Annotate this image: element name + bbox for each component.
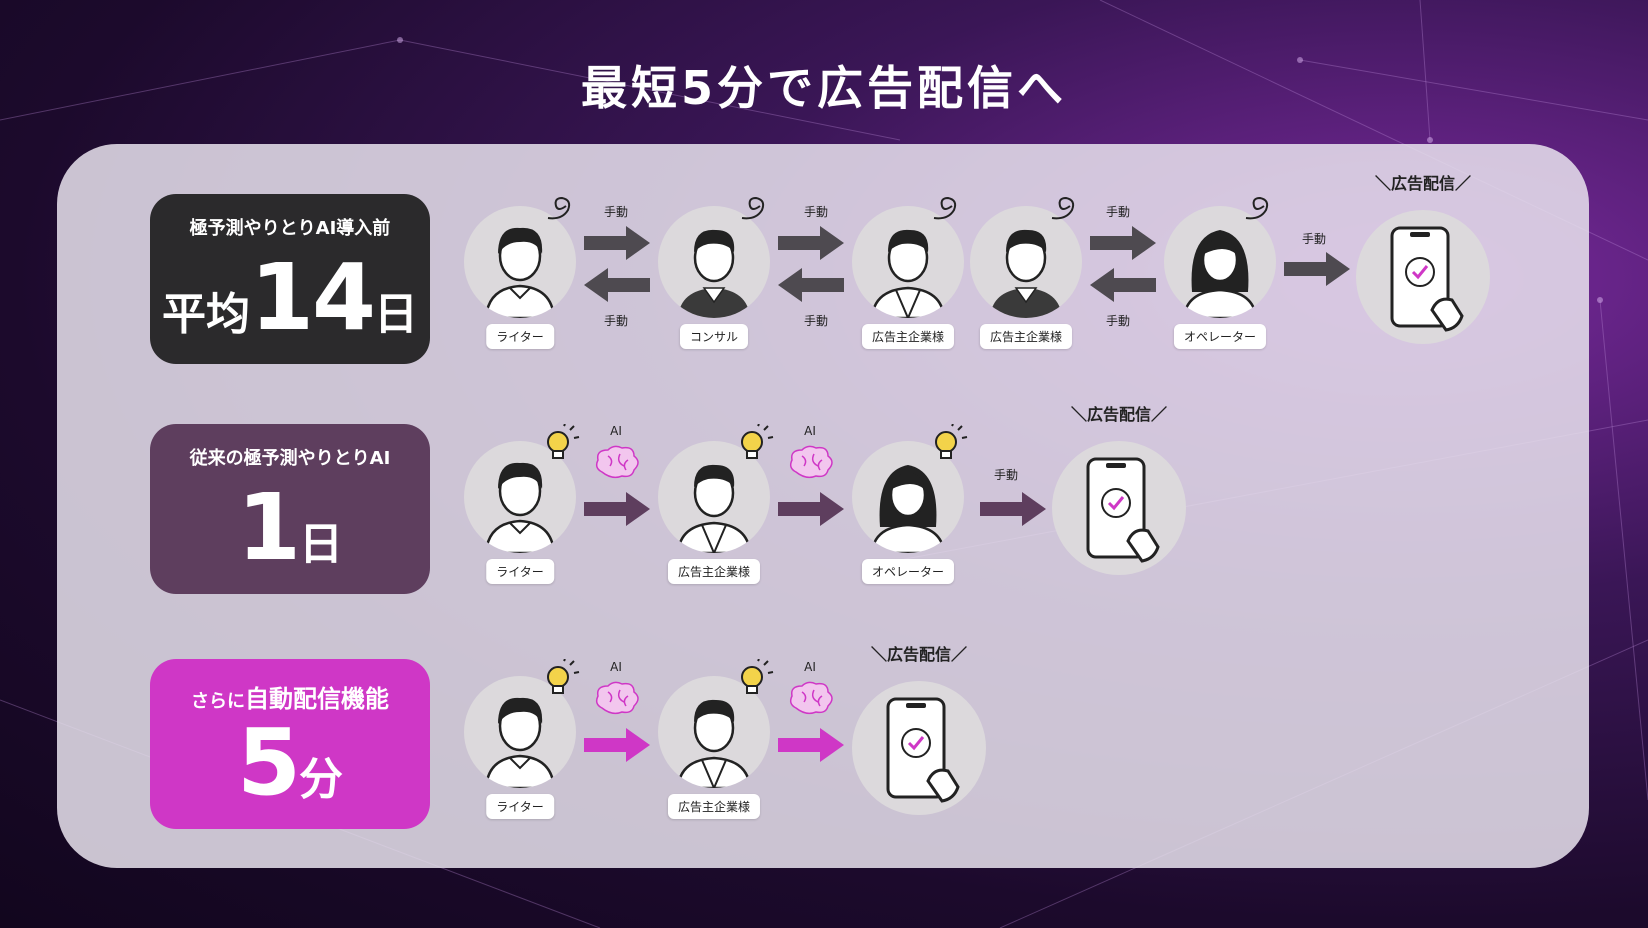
node-operator: オペレーター (1164, 206, 1276, 349)
person-female-icon (852, 441, 964, 553)
duration-unit: 日 (299, 519, 343, 570)
badge-auto-delivery: さらに自動配信機能 5分 (150, 659, 430, 829)
arrow-label-manual: 手動 (1105, 314, 1130, 328)
arrow-label-manual: 手動 (1105, 205, 1130, 219)
duration-number: 14 (249, 244, 376, 351)
arrow-label-manual: 手動 (993, 468, 1018, 482)
label-writer: ライター (486, 794, 554, 819)
arrow-label-ai: AI (804, 660, 816, 674)
arrow-right-icon (778, 492, 844, 526)
arrow-right-icon (1284, 252, 1350, 286)
node-advertiser: 広告主企業様 (852, 206, 964, 349)
arrow-right-icon (778, 728, 844, 762)
label-writer: ライター (486, 559, 554, 584)
person-male-suit-icon (658, 206, 770, 318)
arrow-right-icon (778, 226, 844, 260)
label-writer: ライター (486, 324, 554, 349)
person-male-icon (464, 676, 576, 788)
badge-auto-delivery-caption: さらに自動配信機能 (150, 679, 430, 714)
duration-number: 1 (236, 474, 301, 581)
ad-delivery-text: 広告配信 (1086, 405, 1152, 424)
person-male-icon (464, 206, 576, 318)
arrow-right-icon (584, 728, 650, 762)
node-advertiser: 広告主企業様 (970, 206, 1082, 349)
label-advertiser: 広告主企業様 (667, 794, 761, 819)
arrow-right-icon (980, 492, 1046, 526)
confused-swirl-icon (1245, 196, 1269, 220)
person-male-suit-icon (970, 206, 1082, 318)
label-advertiser: 広告主企業様 (861, 324, 955, 349)
badge-before-ai: 極予測やりとりAI導入前 平均14日 (150, 194, 430, 364)
confused-swirl-icon (547, 196, 571, 220)
node-writer: ライター (464, 676, 576, 819)
duration-unit: 日 (374, 289, 419, 340)
arrow-left-icon (778, 268, 844, 302)
confused-swirl-icon (1051, 196, 1075, 220)
arrow-label-ai: AI (610, 424, 622, 438)
badge-conventional-ai-caption: 従来の極予測やりとりAI (189, 448, 391, 469)
lightbulb-icon (547, 659, 580, 694)
badge-auto-delivery-duration: 5分 (150, 717, 430, 809)
duration-unit: 分 (299, 754, 343, 805)
ad-delivery-text: 広告配信 (886, 645, 952, 664)
lightbulb-icon (935, 424, 968, 459)
confused-swirl-icon (933, 196, 957, 220)
lightbulb-icon (547, 424, 580, 459)
badge-conventional-ai-duration: 1日 (150, 482, 430, 574)
label-consultant: コンサル (679, 324, 749, 349)
label-operator: オペレーター (861, 559, 955, 584)
ad-delivery-caption: ＼広告配信／ (1374, 174, 1472, 193)
label-advertiser: 広告主企業様 (979, 324, 1073, 349)
ad-delivery-caption: ＼広告配信／ (1070, 405, 1168, 424)
arrow-right-icon (1090, 226, 1156, 260)
badge-conventional-ai: 従来の極予測やりとりAI 1日 (150, 424, 430, 594)
node-consultant: コンサル (658, 206, 770, 349)
ad-delivery-phone: ＼広告配信／ (1356, 174, 1490, 344)
person-male-jacket-icon (658, 676, 770, 788)
duration-prefix: 平均 (161, 289, 250, 340)
arrow-label-manual: 手動 (1301, 232, 1326, 246)
node-writer: ライター (464, 206, 576, 349)
label-operator: オペレーター (1173, 324, 1267, 349)
lightbulb-icon (741, 424, 774, 459)
node-operator: オペレーター (852, 441, 964, 584)
brain-icon (789, 445, 833, 479)
arrow-label-ai: AI (804, 424, 816, 438)
smartphone-check-icon (886, 697, 960, 803)
arrow-label-manual: 手動 (603, 314, 628, 328)
person-male-jacket-icon (658, 441, 770, 553)
label-advertiser: 広告主企業様 (667, 559, 761, 584)
badge-before-ai-caption: 極予測やりとりAI導入前 (189, 218, 391, 239)
caption-prefix: さらに (191, 691, 245, 712)
person-female-icon (1164, 206, 1276, 318)
node-advertiser: 広告主企業様 (658, 676, 770, 819)
duration-number: 5 (236, 709, 301, 816)
brain-icon (595, 681, 639, 715)
smartphone-check-icon (1086, 457, 1160, 563)
ad-delivery-phone: ＼広告配信／ (852, 645, 986, 815)
page-title: 最短5分で広告配信へ (580, 61, 1067, 115)
arrow-label-manual: 手動 (603, 205, 628, 219)
lightbulb-icon (741, 659, 774, 694)
confused-swirl-icon (741, 196, 765, 220)
node-advertiser: 広告主企業様 (658, 441, 770, 584)
arrow-right-icon (584, 492, 650, 526)
node-writer: ライター (464, 441, 576, 584)
caption-highlight: 自動配信機能 (245, 685, 389, 713)
brain-icon (789, 681, 833, 715)
smartphone-check-icon (1390, 226, 1464, 332)
ad-delivery-phone: ＼広告配信／ (1052, 405, 1186, 575)
ad-delivery-text: 広告配信 (1390, 174, 1456, 193)
person-male-jacket-icon (852, 206, 964, 318)
arrow-label-manual: 手動 (803, 314, 828, 328)
arrow-label-ai: AI (610, 660, 622, 674)
arrow-left-icon (584, 268, 650, 302)
badge-before-ai-duration: 平均14日 (150, 252, 430, 344)
ad-delivery-caption: ＼広告配信／ (870, 645, 968, 664)
person-male-icon (464, 441, 576, 553)
brain-icon (595, 445, 639, 479)
arrow-label-manual: 手動 (803, 205, 828, 219)
arrow-right-icon (584, 226, 650, 260)
arrow-left-icon (1090, 268, 1156, 302)
